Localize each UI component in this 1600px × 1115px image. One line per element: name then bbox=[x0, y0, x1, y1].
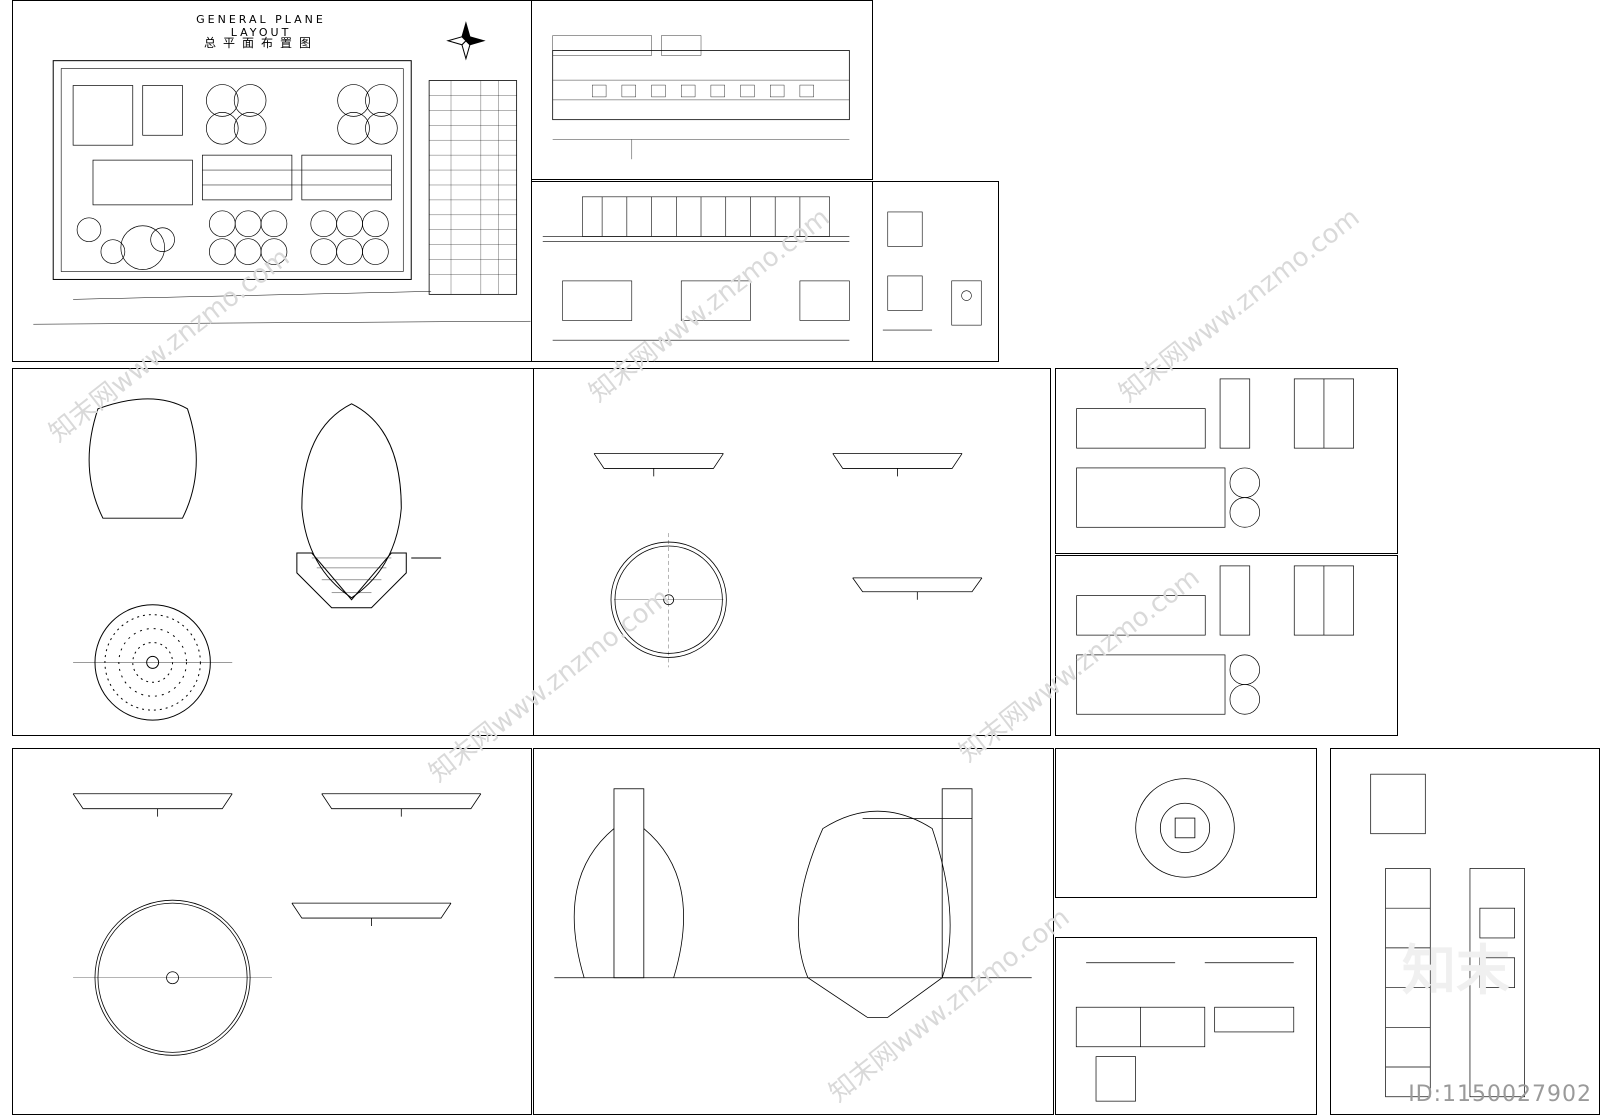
site-plan-drawing bbox=[33, 21, 531, 325]
circular-detail-drawing bbox=[1135, 778, 1235, 878]
digester-tower-drawing bbox=[554, 788, 1032, 1018]
clarifier-drawing bbox=[593, 453, 983, 668]
large-clarifier-drawing bbox=[72, 793, 482, 1056]
building-section-drawing bbox=[542, 196, 850, 341]
digester-section-drawing bbox=[73, 398, 442, 721]
sheet-pump-house-a bbox=[1055, 368, 1398, 554]
sheet-tank-plan bbox=[1055, 937, 1317, 1115]
pump-house-drawing-a bbox=[1076, 378, 1354, 528]
drawing-title-english: GENERAL PLANE LAYOUT bbox=[196, 13, 326, 39]
brand-watermark: 知末 bbox=[1402, 939, 1510, 1002]
sheet-building-plan bbox=[531, 0, 873, 180]
sheet-digester-tower bbox=[533, 748, 1054, 1115]
sheet-pump-house-b bbox=[1055, 555, 1398, 736]
tank-plan-drawing bbox=[1075, 962, 1295, 1102]
sheet-circular-tanks bbox=[533, 368, 1051, 736]
sheet-circular-detail bbox=[1055, 748, 1317, 898]
sheet-building-section bbox=[531, 181, 873, 362]
detail-drawing bbox=[882, 211, 982, 331]
sheet-egg-digester bbox=[12, 368, 534, 736]
id-watermark: ID:1150027902 bbox=[1408, 1082, 1592, 1107]
building-plan-drawing bbox=[552, 35, 850, 160]
drawing-title-chinese: 总平面布置图 bbox=[203, 36, 318, 50]
pump-house-drawing-b bbox=[1076, 565, 1354, 715]
sheet-tower-section bbox=[1330, 748, 1600, 1115]
sheet-large-clarifier bbox=[12, 748, 532, 1115]
sheet-general-plane-layout: GENERAL PLANE LAYOUT 总平面布置图 bbox=[12, 0, 532, 362]
tower-section-drawing bbox=[1370, 773, 1525, 1098]
sheet-small-details bbox=[872, 181, 999, 362]
